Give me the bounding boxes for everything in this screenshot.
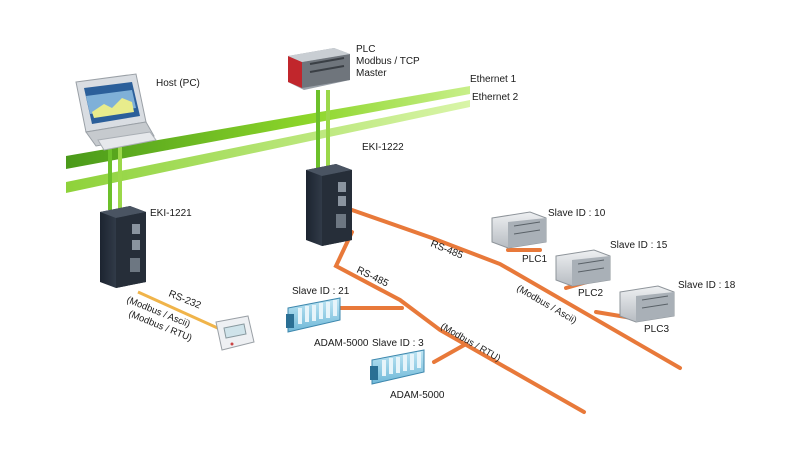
plc3-label: PLC3 [644,324,669,335]
adam-5000-a-slave-id: Slave ID : 21 [292,286,350,297]
adam-5000-b-label: ADAM-5000 [390,390,445,401]
eki-1221-label: EKI-1221 [150,208,192,219]
plc-master-label-2: Modbus / TCP [356,56,420,67]
adam-5000-b-slave-id: Slave ID : 3 [372,338,424,349]
eki-1222-label: EKI-1222 [362,142,404,153]
ethernet-2-line [66,100,470,193]
plc2-device: Slave ID : 15 PLC2 [555,240,668,299]
eki-1221-device: EKI-1221 [100,206,192,288]
plc3-slave-id: Slave ID : 18 [678,280,736,291]
adam-5000-a-label: ADAM-5000 [314,338,369,349]
plc2-label: PLC2 [578,288,603,299]
rs232-terminal-device [215,315,255,351]
eki-1222-device: EKI-1222 [306,142,404,246]
plc-master-label-3: Master [356,68,387,79]
plc1-slave-id: Slave ID : 10 [548,208,606,219]
host-pc: Host (PC) [75,73,200,151]
plc3-device: Slave ID : 18 PLC3 [619,280,736,335]
adam-5000-b-device: Slave ID : 3 ADAM-5000 [370,338,445,401]
modbus-rtu-lower-label: (Modbus / RTU) [439,321,503,364]
ethernet-2-label: Ethernet 2 [472,92,519,103]
plc1-device: Slave ID : 10 PLC1 [491,208,606,265]
plc2-slave-id: Slave ID : 15 [610,240,668,251]
host-ethernet-drops [108,138,122,210]
ethernet-1-line [66,86,470,169]
rs232-line [137,290,223,332]
host-label: Host (PC) [156,78,200,89]
ethernet-1-label: Ethernet 1 [470,74,517,85]
plc-master-label-1: PLC [356,44,375,55]
plc-master-ethernet-drops [316,90,330,170]
rs485-lower-line [333,230,586,414]
adam-5000-a-device: Slave ID : 21 ADAM-5000 [286,286,369,349]
plc1-label: PLC1 [522,254,547,265]
plc-master: PLC Modbus / TCP Master [288,44,420,90]
